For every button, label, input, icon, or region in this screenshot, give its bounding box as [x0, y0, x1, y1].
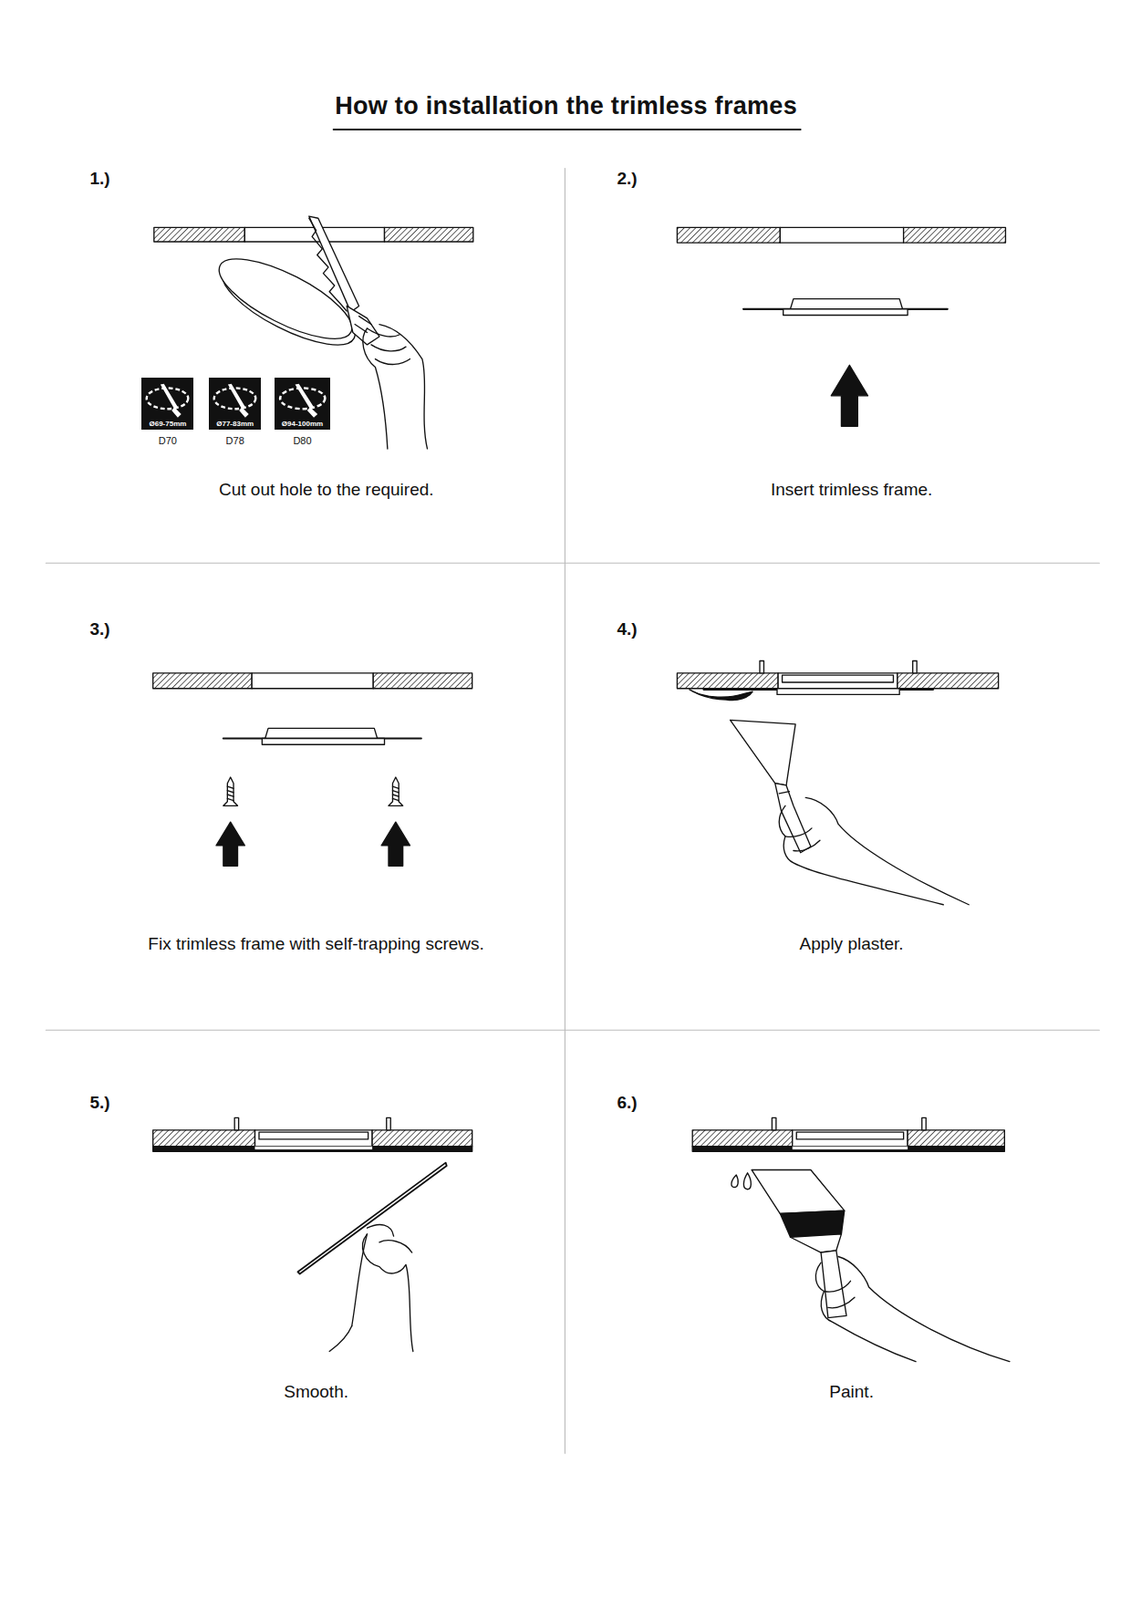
- step-number: 4.): [616, 619, 678, 640]
- arrow-up: [830, 364, 868, 426]
- screw-head: [234, 1117, 391, 1130]
- hole-diameter: Ø94-100mm: [274, 419, 331, 428]
- paint-brush: [751, 1169, 847, 1318]
- panel-divider: [45, 1029, 1100, 1031]
- paint-drops: [731, 1172, 751, 1190]
- screw-head: [771, 1117, 926, 1130]
- ceiling-board: [153, 1130, 473, 1152]
- panel-divider: [564, 167, 566, 1453]
- step-number: 2.): [616, 168, 678, 189]
- step-caption: Cut out hole to the required.: [102, 479, 551, 500]
- trimless-frame: [703, 674, 934, 695]
- step-number: 3.): [89, 619, 151, 640]
- ceiling-board: [676, 227, 1006, 243]
- hand: [363, 324, 428, 449]
- arrow-up: [381, 821, 410, 866]
- step-caption: Smooth.: [92, 1381, 541, 1402]
- trimless-frame: [743, 299, 948, 316]
- step-caption: Insert trimless frame.: [627, 479, 1077, 500]
- plaster: [689, 689, 753, 701]
- hole-size-icon: Ø77-83mmD78: [208, 377, 261, 430]
- model-code: D70: [132, 435, 203, 447]
- screw-head: [759, 661, 917, 674]
- ceiling-board: [676, 673, 998, 689]
- saw-glyph: [228, 383, 250, 417]
- screw: [223, 777, 239, 806]
- diagram-title: How to installation the trimless frames: [247, 92, 886, 121]
- hand: [329, 1234, 414, 1352]
- step-number: 6.): [616, 1092, 678, 1113]
- cut-disc: [208, 243, 365, 361]
- ceiling-board: [153, 673, 473, 689]
- hole-diameter: Ø77-83mm: [208, 419, 261, 428]
- model-code: D80: [265, 435, 340, 447]
- step-number: 5.): [89, 1092, 151, 1113]
- step-caption: Fix trimless frame with self-trapping sc…: [81, 933, 550, 955]
- trimless-frame: [223, 727, 422, 745]
- title-underline: [333, 128, 801, 131]
- step-number: 1.): [89, 168, 151, 189]
- saw-glyph: [160, 383, 182, 417]
- model-code: D78: [199, 435, 270, 447]
- spatula: [730, 719, 811, 852]
- hand: [815, 1255, 1010, 1361]
- hand: [778, 797, 969, 904]
- ceiling-board: [692, 1130, 1005, 1152]
- step-caption: Paint.: [627, 1381, 1077, 1402]
- saw-glyph: [294, 383, 318, 417]
- step-caption: Apply plaster.: [627, 933, 1077, 955]
- arrow-up: [216, 821, 245, 866]
- screw: [388, 777, 404, 806]
- hand-saw: [309, 216, 380, 345]
- hole-size-icon: Ø94-100mmD80: [274, 377, 331, 430]
- hole-diameter: Ø69-75mm: [141, 419, 194, 428]
- hole-size-icon: Ø69-75mmD70: [141, 377, 194, 430]
- trowel: [297, 1162, 447, 1275]
- panel-divider: [45, 562, 1100, 564]
